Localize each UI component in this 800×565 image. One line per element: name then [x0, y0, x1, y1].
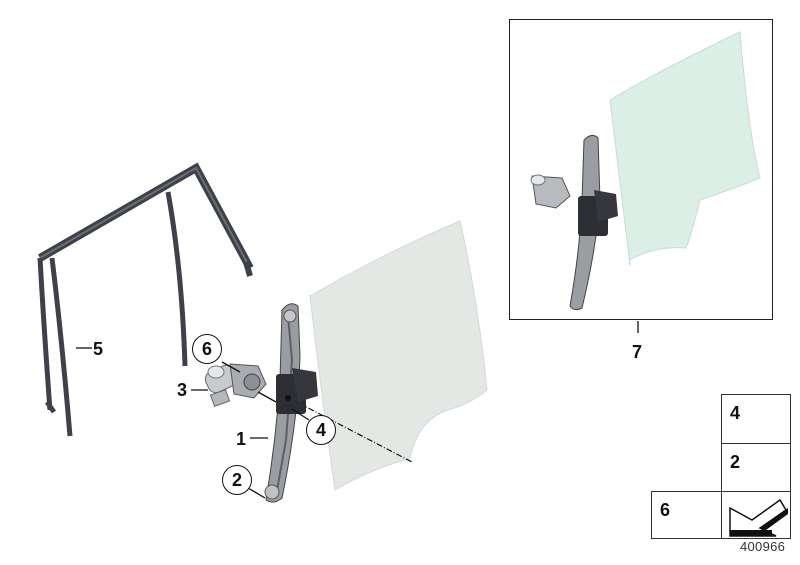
callout-4[interactable]: 4	[306, 415, 336, 445]
callout-6[interactable]: 6	[192, 334, 222, 364]
leader-line-4	[291, 408, 310, 421]
assembly-inset-box	[509, 19, 773, 320]
leader-line-4-glass	[288, 397, 413, 463]
leader-line-motor-reg	[257, 391, 277, 403]
window-frame-seal-part[interactable]	[37, 162, 254, 437]
window-regulator-part[interactable]	[264, 303, 318, 503]
legend-cell-arrow	[721, 491, 791, 539]
callout-1[interactable]: 1	[236, 429, 247, 449]
diagram-id: 400966	[740, 539, 786, 554]
window-motor-part[interactable]	[203, 363, 267, 408]
legend-num-6: 6	[660, 500, 671, 520]
callout-5[interactable]: 5	[93, 339, 104, 359]
legend-num-2: 2	[730, 452, 741, 472]
door-glass-part[interactable]	[309, 220, 488, 491]
assembly-inset-illustration[interactable]	[530, 31, 761, 311]
leader-line-6	[221, 361, 241, 373]
leader-line-2	[247, 487, 266, 499]
legend-cell-stud[interactable]: 6	[651, 491, 722, 539]
legend-cell-nut[interactable]: 2	[721, 443, 791, 492]
callout-2[interactable]: 2	[222, 465, 252, 495]
legend-num-4: 4	[730, 403, 741, 423]
arrow-icon	[729, 498, 788, 537]
callout-3[interactable]: 3	[177, 380, 188, 400]
callout-7[interactable]: 7	[632, 342, 643, 362]
legend-cell-screw[interactable]: 4	[721, 394, 791, 444]
